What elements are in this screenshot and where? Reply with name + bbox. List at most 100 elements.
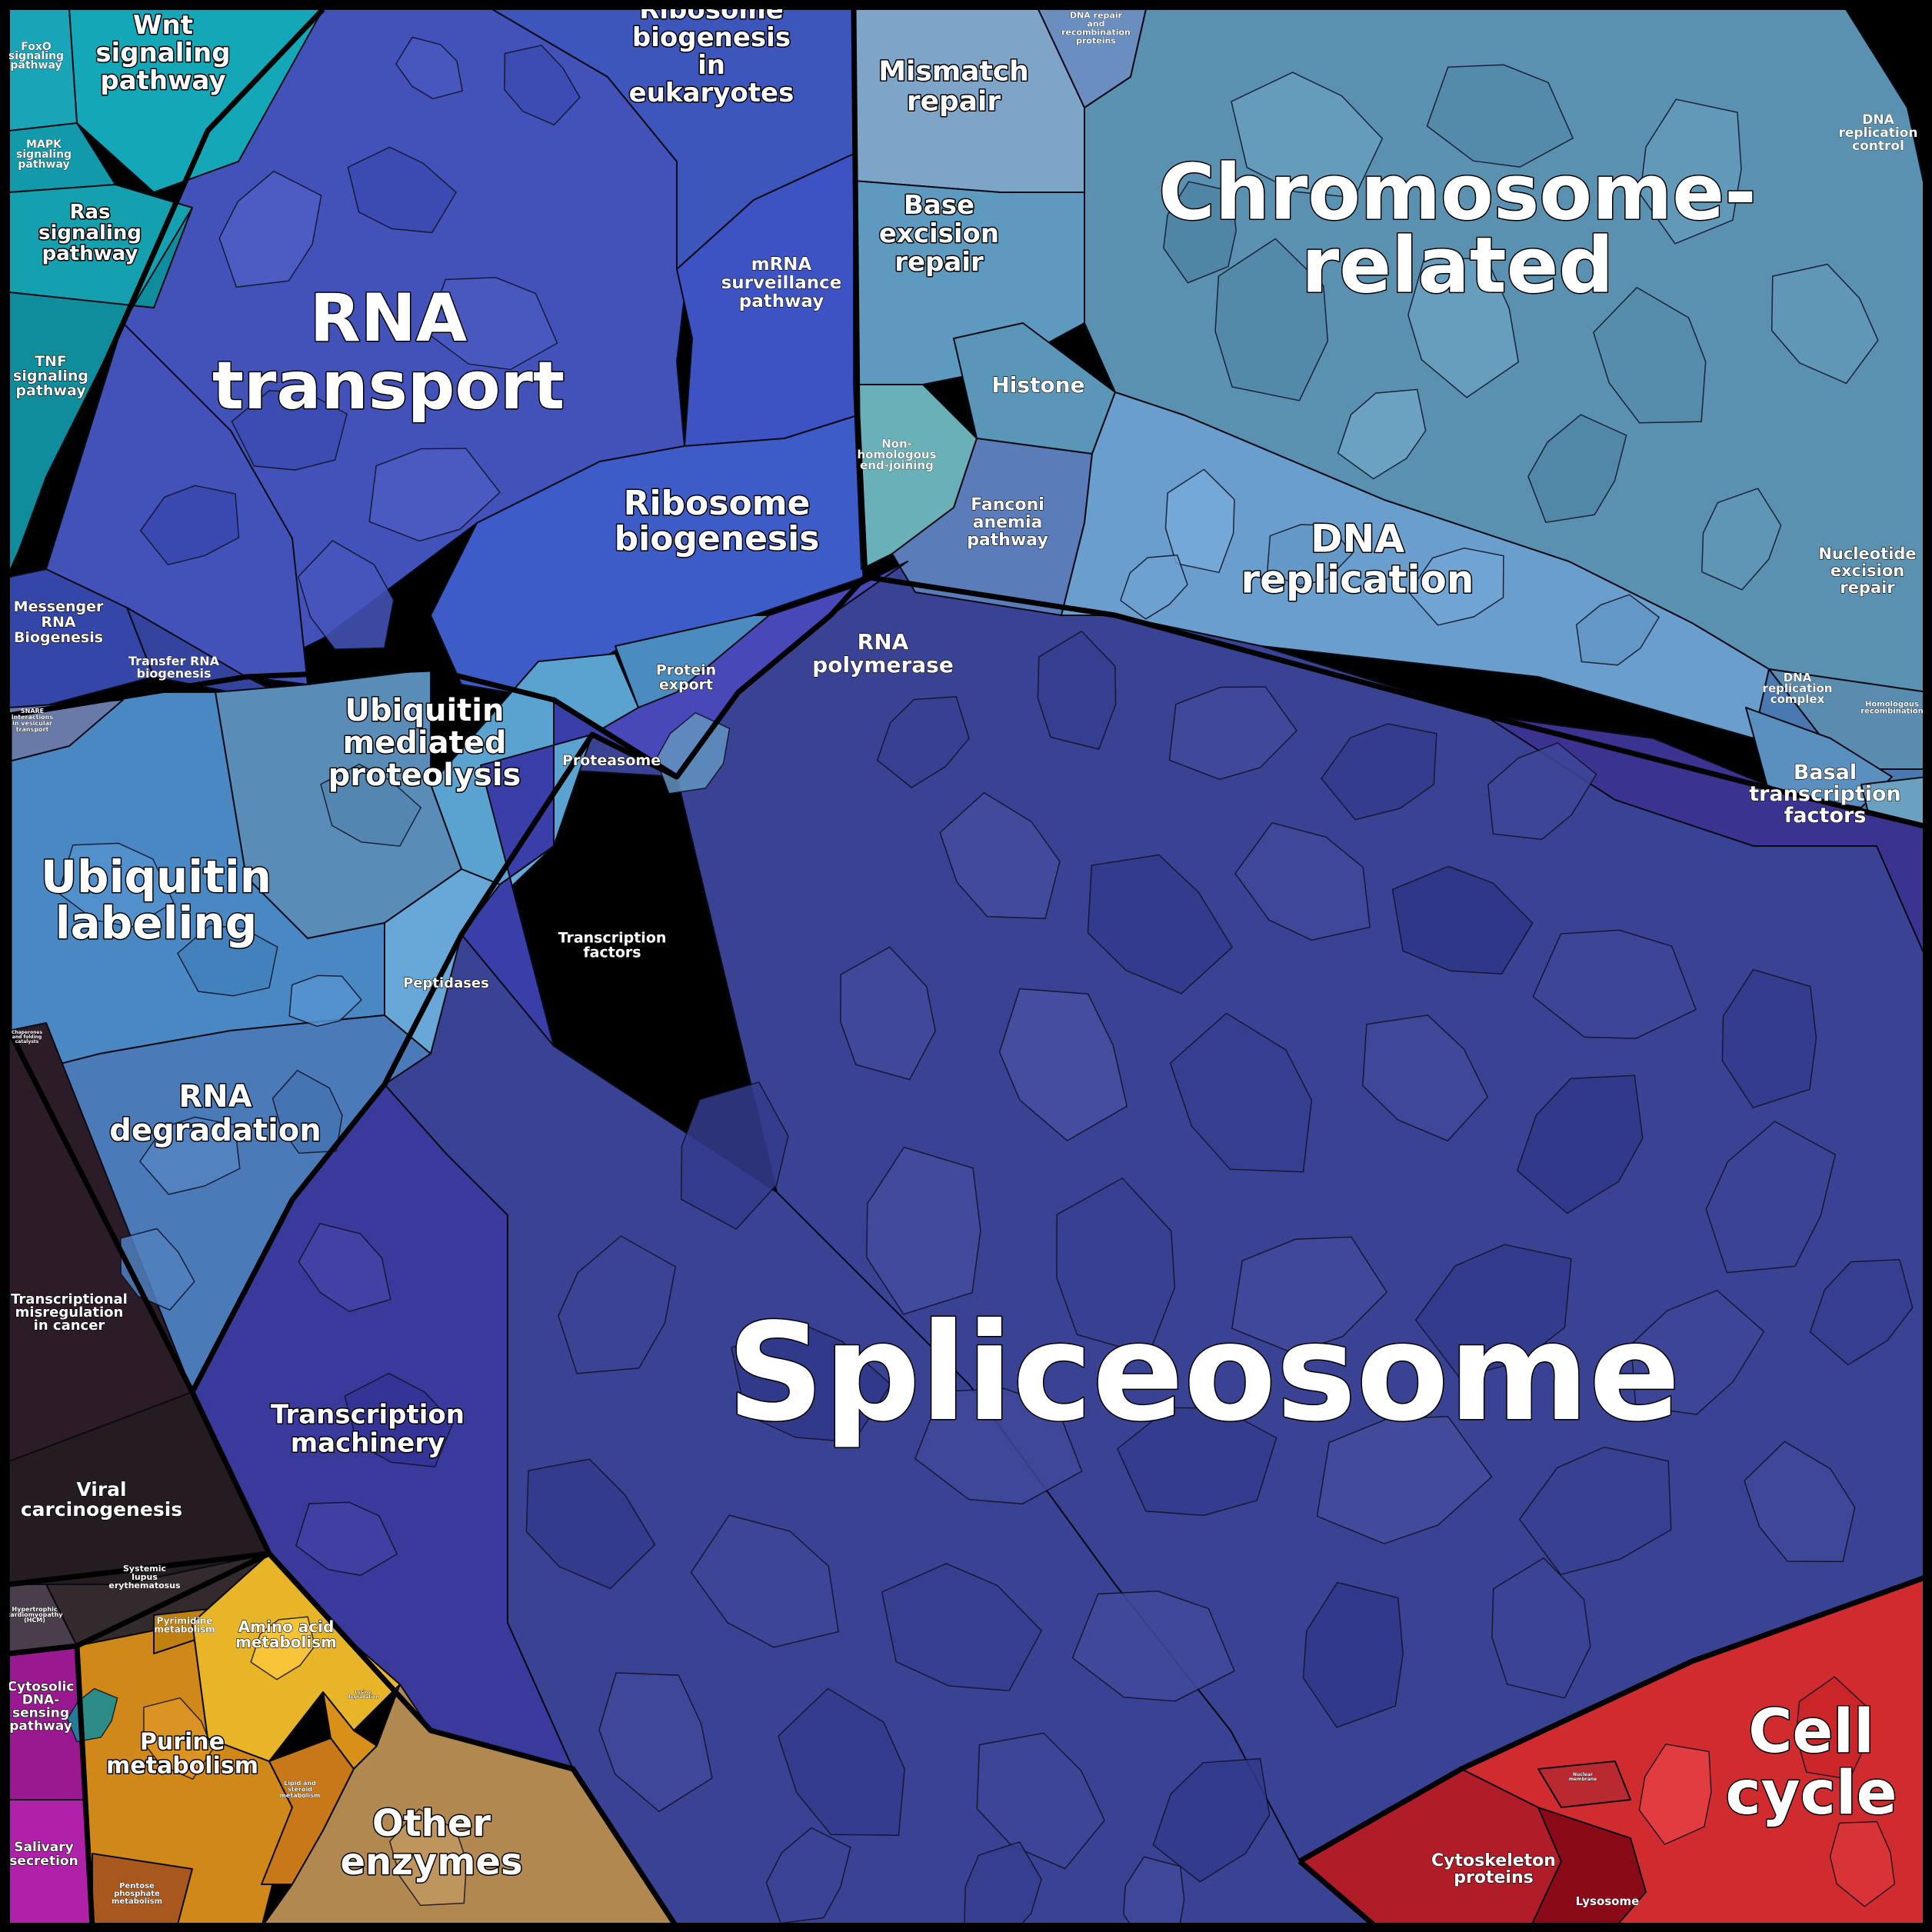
label-line: Transfer RNA bbox=[128, 654, 220, 668]
label-line: transcription bbox=[1749, 782, 1901, 806]
label-line: Biogenesis bbox=[14, 629, 103, 646]
label-line: DNA bbox=[1862, 112, 1894, 128]
label-line: TNF bbox=[35, 353, 67, 370]
label-line: Ras bbox=[69, 201, 110, 224]
subcell-spliceosome bbox=[1631, 1289, 1765, 1415]
label-line: enzymes bbox=[340, 1840, 522, 1884]
label-line: sensing bbox=[12, 1706, 69, 1721]
label-line: control bbox=[1852, 138, 1904, 154]
subcell-rna-transport bbox=[347, 146, 457, 234]
subcell-spliceosome bbox=[525, 1458, 656, 1590]
label-line: pathway bbox=[42, 242, 138, 265]
label-line: Ribosome bbox=[624, 484, 811, 523]
subcell-rna-transport bbox=[139, 485, 240, 566]
label-line: FoxO bbox=[21, 41, 52, 53]
category-borders bbox=[6, 7, 1929, 1930]
label-line: Other bbox=[372, 1802, 491, 1845]
label-histone: Histone bbox=[991, 372, 1084, 398]
label-line: repair bbox=[894, 247, 984, 278]
label-line: pathway bbox=[9, 1719, 72, 1734]
category-border bbox=[8, 1551, 270, 1587]
subcell-chromosome bbox=[1337, 388, 1427, 480]
label-line: MAPK bbox=[26, 138, 62, 151]
label-line: DNA bbox=[1784, 671, 1812, 685]
label-line: related bbox=[1301, 221, 1614, 311]
label-line: end-joining bbox=[860, 458, 934, 472]
subcell-spliceosome bbox=[1302, 1581, 1404, 1728]
subcell-rna-transport bbox=[218, 170, 322, 288]
category-border bbox=[6, 7, 325, 578]
label-line: Systemic bbox=[123, 1564, 166, 1574]
label-line: homologous bbox=[857, 448, 936, 461]
subcell-transcription-machinery bbox=[344, 1372, 454, 1468]
subcell-spliceosome bbox=[1518, 1446, 1672, 1576]
label-line: (HCM) bbox=[24, 1617, 45, 1624]
subcell-rna-degradation bbox=[138, 1116, 241, 1195]
category-border bbox=[1297, 1859, 1379, 1930]
label-line: biogenesis bbox=[136, 666, 211, 681]
label-line: cycle bbox=[1726, 1759, 1897, 1828]
label-line: Lipid and bbox=[284, 1780, 316, 1787]
label-line: Protein bbox=[656, 662, 716, 679]
label-line: Cell bbox=[1748, 1697, 1874, 1767]
label-line: Chaperones bbox=[12, 1030, 43, 1035]
label-line: transport bbox=[212, 348, 565, 425]
label-line: anemia bbox=[973, 513, 1043, 532]
label-line: Amino acid bbox=[238, 1617, 335, 1636]
subcell-spliceosome bbox=[731, 1319, 892, 1443]
label-line: factors bbox=[1784, 804, 1867, 828]
label-line: eukaryotes bbox=[629, 78, 794, 108]
label-line: metabolism bbox=[235, 1633, 337, 1651]
subcell-spliceosome bbox=[1316, 1416, 1493, 1544]
subcell-spliceosome bbox=[1168, 686, 1297, 781]
subcell-spliceosome bbox=[1744, 1441, 1856, 1563]
category-border bbox=[864, 574, 1928, 830]
subcell-spliceosome bbox=[1123, 1856, 1185, 1932]
label-line: Pyrimidine bbox=[157, 1616, 213, 1627]
label-line: signaling bbox=[38, 222, 142, 245]
label-line: erythematosus bbox=[108, 1581, 181, 1591]
subcell-purine bbox=[143, 1697, 214, 1780]
label-line: Purine bbox=[140, 1729, 225, 1756]
label-line: Spliceosome bbox=[727, 1295, 1680, 1451]
subcell-spliceosome bbox=[840, 946, 936, 1081]
subcell-chromosome bbox=[1701, 488, 1782, 591]
label-spliceosome: Spliceosome bbox=[727, 1295, 1680, 1451]
subcell-cell-cycle bbox=[1829, 1820, 1896, 1907]
label-line: Mismatch bbox=[878, 56, 1029, 88]
label-line: pathway bbox=[100, 65, 225, 96]
label-line: and folding bbox=[12, 1034, 42, 1040]
label-line: metabolism bbox=[154, 1624, 215, 1635]
label-line: surveillance bbox=[721, 273, 842, 293]
label-line: proteins bbox=[1454, 1868, 1533, 1887]
category-border bbox=[189, 1391, 679, 1929]
subcell-spliceosome bbox=[1116, 1407, 1277, 1517]
label-line: Transcription bbox=[558, 930, 667, 947]
subcell-spliceosome bbox=[1362, 1014, 1489, 1142]
label-line: Base bbox=[904, 190, 974, 221]
subcell-spliceosome bbox=[778, 1687, 905, 1836]
subcell-dna-replication bbox=[1120, 554, 1188, 620]
label-line: proteins bbox=[1076, 36, 1116, 46]
label-line: misregulation bbox=[15, 1304, 124, 1321]
label-line: DNA bbox=[1311, 517, 1404, 561]
